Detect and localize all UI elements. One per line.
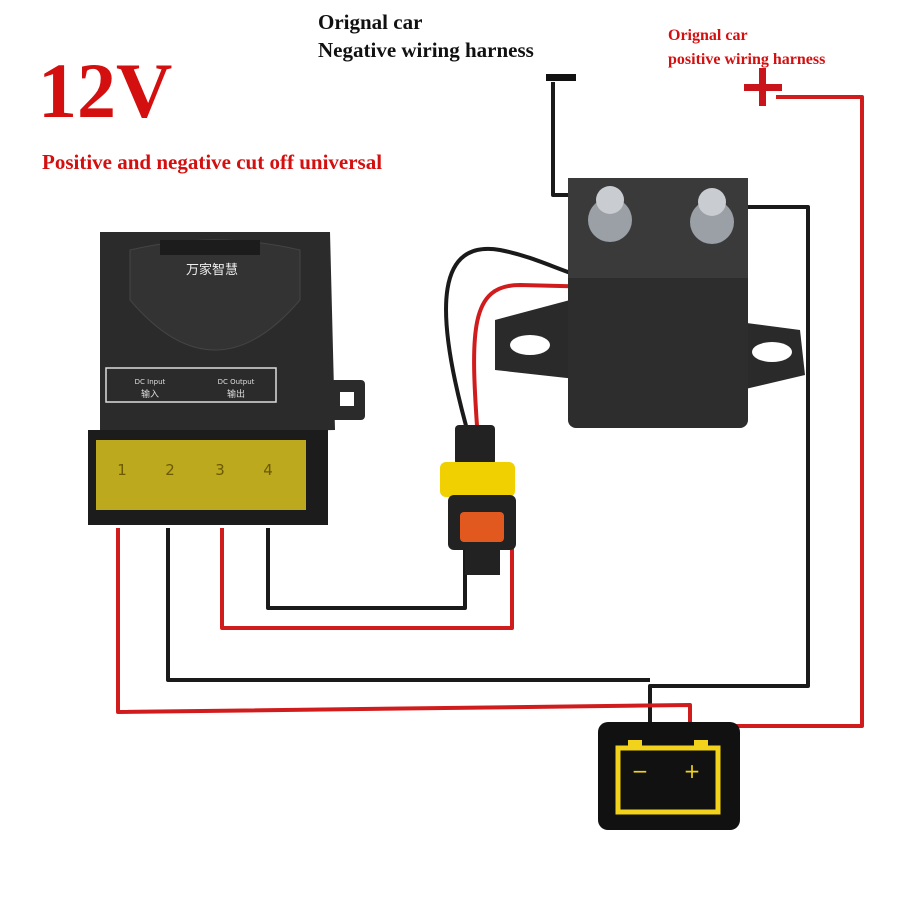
negative-label-line1: Orignal car (318, 10, 423, 34)
wire-relay-to-battery-negative (648, 205, 810, 730)
battery: − + (598, 722, 740, 830)
negative-harness-label: Orignal car Negative wiring harness (318, 8, 534, 64)
dc-output-cn: 输出 (227, 388, 245, 400)
dc-output-label: DC Output (218, 378, 255, 386)
relay-terminal-positive-icon (690, 200, 734, 244)
wire-terminal3 (220, 528, 514, 630)
terminal-3: 3 (215, 461, 225, 479)
subtitle: Positive and negative cut off universal (42, 150, 383, 174)
relay-terminal-negative-icon (588, 198, 632, 242)
wire-terminal4 (266, 528, 467, 610)
negative-symbol-icon (546, 74, 576, 81)
positive-symbol-icon (744, 68, 782, 106)
waterproof-connector (440, 425, 516, 575)
negative-label-line2: Negative wiring harness (318, 38, 534, 62)
wire-connector-black (444, 246, 601, 441)
wire-terminal1-positive (116, 528, 692, 730)
positive-harness-label: Orignal car positive wiring harness (668, 24, 825, 72)
receiver-brand: 万家智慧 (186, 262, 238, 278)
wire-terminal2-negative (166, 528, 650, 682)
wire-positive-harness (693, 95, 864, 728)
battery-plus: + (684, 759, 701, 783)
battery-icon (615, 745, 721, 815)
voltage-title: 12V (38, 47, 173, 134)
terminal-1: 1 (117, 461, 127, 479)
terminal-2: 2 (165, 461, 175, 479)
remote-receiver: 万家智慧 DC Input 输入 DC Output 输出 1 2 3 4 (88, 232, 365, 525)
terminal-numbers: 1 2 3 4 (117, 461, 273, 479)
battery-minus: − (632, 759, 649, 783)
terminal-4: 4 (263, 461, 273, 479)
relay-solenoid (495, 178, 805, 428)
dc-input-cn: 输入 (141, 388, 159, 400)
wire-connector-red (472, 283, 726, 441)
positive-label-line1: Orignal car (668, 27, 748, 44)
dc-input-label: DC Input (135, 378, 166, 386)
positive-label-line2: positive wiring harness (668, 51, 826, 68)
